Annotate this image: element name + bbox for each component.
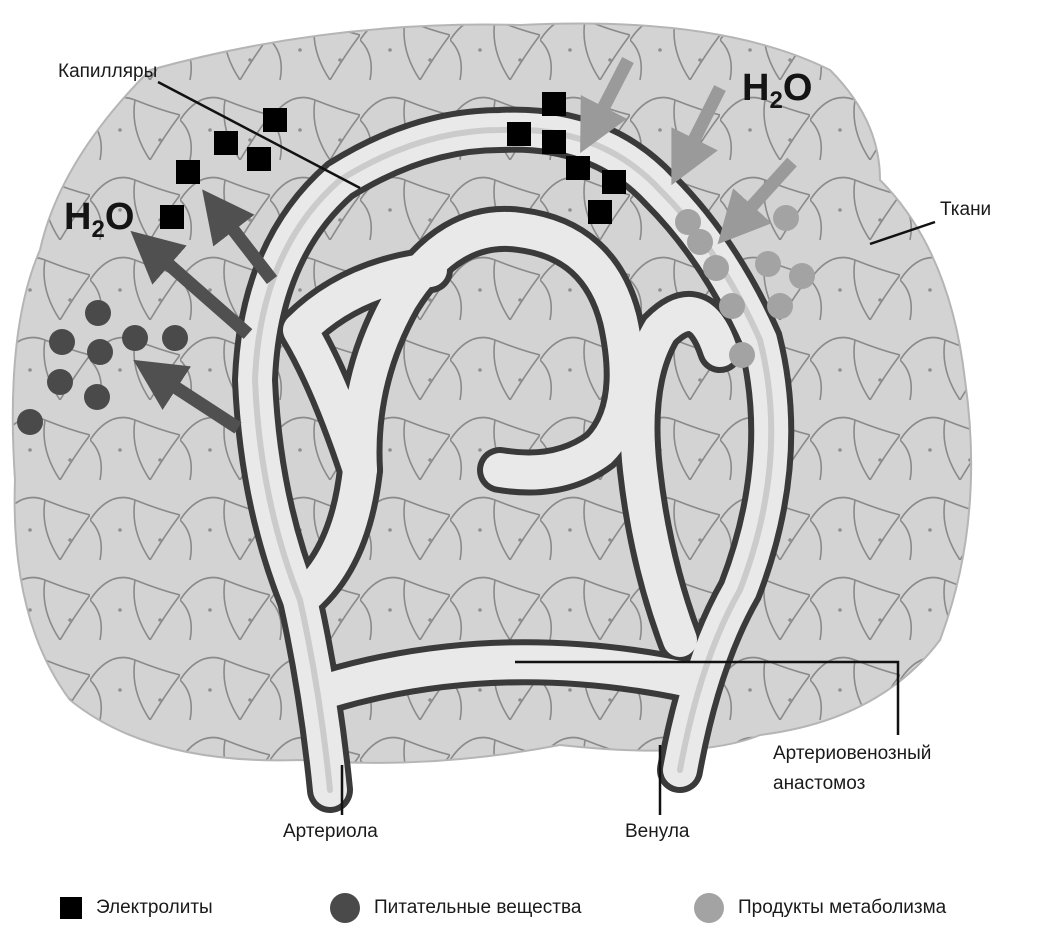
light-circle-icon — [694, 893, 724, 923]
legend-metabolites: Продукты метаболизма — [694, 893, 946, 923]
tissues-label: Ткани — [940, 198, 991, 222]
anastomosis-label-line2: анастомоз — [773, 772, 865, 796]
legend-nutrients: Питательные вещества — [330, 893, 581, 923]
water-label-left: H2O — [64, 197, 134, 250]
legend-nutrients-label: Питательные вещества — [374, 897, 581, 919]
venule-label: Венула — [625, 820, 689, 844]
arteriole-label: Артериола — [283, 820, 378, 844]
water-label-right: H2O — [742, 68, 812, 121]
square-icon — [60, 897, 82, 919]
anastomosis-label-line1: Артериовенозный — [773, 742, 931, 766]
capillaries-label: Капилляры — [58, 60, 157, 84]
legend-metabolites-label: Продукты метаболизма — [738, 897, 946, 919]
legend-electrolytes-label: Электролиты — [96, 897, 213, 919]
legend-electrolytes: Электролиты — [60, 897, 213, 919]
dark-circle-icon — [330, 893, 360, 923]
